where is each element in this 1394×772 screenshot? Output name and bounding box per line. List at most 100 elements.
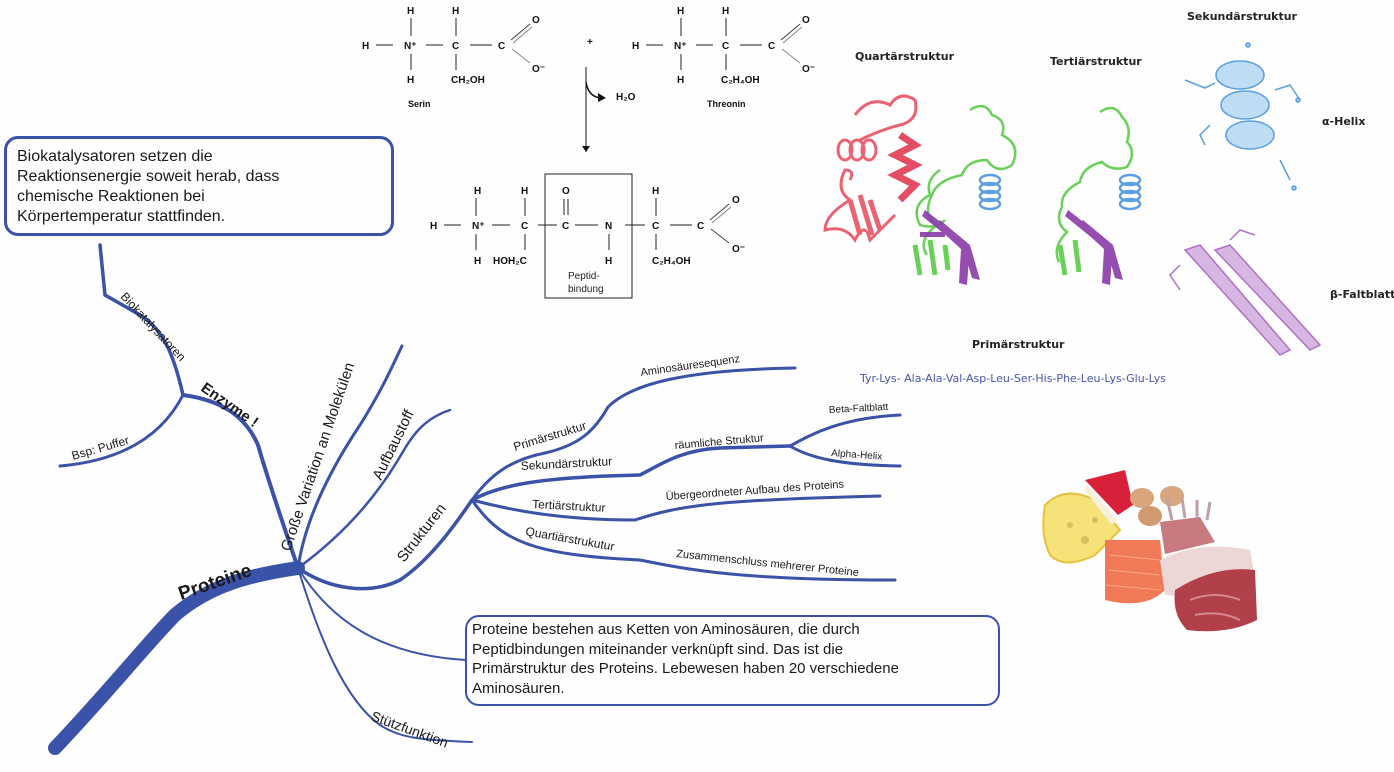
side-chain: C₂H₄OH bbox=[721, 75, 760, 86]
beta-sheet-label: β-Faltblatt bbox=[1330, 288, 1394, 301]
quartaer-branch bbox=[470, 498, 897, 582]
sekundaer-branch bbox=[470, 444, 792, 502]
atom: N⁺ bbox=[674, 41, 687, 52]
salmon-icon bbox=[1105, 540, 1165, 604]
enzyme-label[interactable]: Enzyme ! bbox=[198, 379, 262, 431]
tertiary-purple-sheet-icon bbox=[1065, 210, 1123, 285]
aufbaustoff-label[interactable]: Aufbaustoff bbox=[369, 407, 418, 483]
tertiaer-title: Tertiärstruktur bbox=[1050, 55, 1142, 68]
atom: C bbox=[722, 41, 729, 52]
tertiaer-label[interactable]: Tertiärstruktur bbox=[532, 497, 606, 515]
alpha-helix-label-mindmap[interactable]: Alpha-Helix bbox=[831, 448, 883, 463]
atom: O bbox=[562, 186, 570, 197]
protein-food-image bbox=[1042, 470, 1257, 632]
atom: C bbox=[697, 221, 704, 232]
note-line: Primärstruktur des Proteins. Lebewesen h… bbox=[472, 660, 899, 677]
beta-branch bbox=[788, 413, 902, 448]
side-chain: HOH₂C bbox=[493, 256, 527, 267]
atom: H bbox=[474, 186, 481, 197]
central-topic-label[interactable]: Proteine bbox=[176, 560, 255, 605]
atom: H bbox=[474, 256, 481, 267]
quartaer-desc-label[interactable]: Zusammenschluss mehrerer Proteine bbox=[676, 548, 860, 579]
atom: H bbox=[605, 256, 612, 267]
primaer-label[interactable]: Primärstruktur bbox=[512, 418, 588, 453]
quaternary-blue-helix-icon bbox=[978, 173, 1002, 211]
atom: H bbox=[677, 75, 684, 86]
protein-structures-figure: Quartärstruktur Tertiärstruktur Sekundär… bbox=[823, 10, 1394, 385]
variation-branch bbox=[296, 344, 404, 570]
tertiary-structure-icon bbox=[1055, 106, 1134, 276]
atom: C bbox=[498, 41, 505, 52]
beta-sheet-icon bbox=[1169, 229, 1322, 356]
note-connector-branch bbox=[297, 567, 467, 661]
alpha-branch bbox=[788, 444, 902, 468]
peptide-bond-label: Peptid- bbox=[568, 271, 600, 282]
tertiary-blue-helix-icon bbox=[1118, 173, 1142, 211]
note-line: Biokatalysatoren setzen die bbox=[17, 148, 213, 165]
primaer-title: Primärstruktur bbox=[972, 338, 1065, 351]
atom: N⁺ bbox=[472, 221, 485, 232]
peptide-bond-box bbox=[544, 173, 633, 299]
dipeptide-molecule: H N⁺ H H C H HOH₂C O C N H Peptid- bindu… bbox=[430, 173, 745, 299]
stuetzfunktion-label[interactable]: Stützfunktion bbox=[369, 708, 451, 751]
atom: C bbox=[562, 221, 569, 232]
strukturen-label[interactable]: Strukturen bbox=[394, 500, 450, 565]
strukturen-branch bbox=[296, 498, 474, 591]
steak-icon bbox=[1174, 569, 1257, 632]
atom: O bbox=[802, 15, 810, 26]
peptide-bond-label: bindung bbox=[568, 284, 604, 295]
atom: H bbox=[452, 6, 459, 17]
side-chain: C₂H₄OH bbox=[652, 256, 691, 267]
note-line: Reaktionsenergie soweit herab, dass bbox=[17, 168, 280, 185]
sekundaer-title: Sekundärstruktur bbox=[1187, 10, 1298, 23]
molecule-name: Threonin bbox=[707, 99, 746, 109]
egg-icon bbox=[1160, 486, 1184, 506]
tertiaer-branch bbox=[470, 494, 882, 522]
atom: N bbox=[605, 221, 612, 232]
note-line: Körpertemperatur stattfinden. bbox=[17, 208, 226, 225]
quartaer-label[interactable]: Quartiärstrukutur bbox=[524, 524, 615, 553]
atom: C bbox=[452, 41, 459, 52]
enzyme-branch bbox=[181, 393, 300, 570]
side-chain: CH₂OH bbox=[451, 75, 485, 86]
atom: H bbox=[430, 221, 437, 232]
beta-faltblatt-label[interactable]: Beta-Faltblatt bbox=[829, 402, 889, 416]
quartaer-title: Quartärstruktur bbox=[855, 50, 955, 63]
atom: C bbox=[652, 221, 659, 232]
atom: H bbox=[407, 75, 414, 86]
sekundaer-label[interactable]: Sekundärstruktur bbox=[520, 454, 612, 473]
lamb-rack-icon bbox=[1160, 517, 1215, 554]
note-line: Peptidbindungen miteinander verknüpft si… bbox=[472, 640, 844, 658]
egg-icon bbox=[1138, 506, 1162, 526]
atom: H bbox=[722, 6, 729, 17]
variation-label[interactable]: Große Variation an Molekülen bbox=[278, 360, 359, 553]
atom: O bbox=[532, 15, 540, 26]
biokatalysatoren-branch bbox=[98, 243, 185, 397]
stuetzfunktion-branch bbox=[297, 567, 473, 743]
plus-sign: + bbox=[587, 37, 593, 48]
mindmap-branches bbox=[48, 243, 902, 755]
note-line: chemische Reaktionen bei bbox=[17, 188, 205, 205]
primaer-branch bbox=[470, 366, 797, 502]
molecule-name: Serin bbox=[408, 99, 431, 109]
protein-note-box[interactable]: Proteine bestehen aus Ketten von Aminosä… bbox=[465, 615, 1000, 706]
atom: O⁻ bbox=[802, 64, 815, 75]
alpha-helix-label: α-Helix bbox=[1322, 115, 1365, 128]
bsp-puffer-branch bbox=[58, 393, 185, 468]
red-cheese-icon bbox=[1085, 470, 1133, 515]
threonin-molecule: H N⁺ H H C H C₂H₄OH C O O⁻ Threonin bbox=[632, 6, 815, 109]
note-line: Aminosäuren. bbox=[472, 679, 565, 697]
reaction-arrow: H₂O bbox=[582, 67, 636, 152]
biokatalysatoren-label[interactable]: Biokatalysatoren bbox=[118, 289, 189, 363]
aufbaustoff-branch bbox=[296, 408, 452, 570]
atom: C bbox=[768, 41, 775, 52]
enzyme-note-box[interactable]: Biokatalysatoren setzen die Reaktionsene… bbox=[4, 136, 394, 236]
atom: O⁻ bbox=[732, 244, 745, 255]
atom: O bbox=[732, 195, 740, 206]
proteine-trunk bbox=[48, 561, 305, 755]
egg-icon bbox=[1130, 488, 1154, 508]
atom: H bbox=[407, 6, 414, 17]
atom: H bbox=[362, 41, 369, 52]
alpha-helix-icon bbox=[1184, 42, 1301, 191]
